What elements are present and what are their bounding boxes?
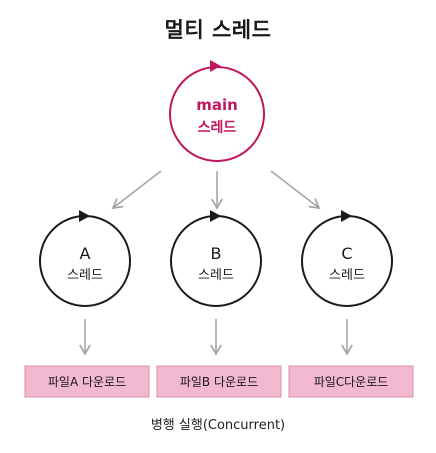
thread-b-name: B (211, 244, 222, 263)
task-a-box: 파일A 다운로드 (24, 365, 150, 398)
thread-c-node: C 스레드 (301, 210, 393, 307)
task-c-label: 파일C다운로드 (314, 375, 389, 389)
main-thread-node: main 스레드 (169, 60, 265, 162)
thread-c-name: C (341, 244, 352, 263)
arrow-main-to-c (270, 170, 321, 210)
thread-b-cycle-arrow-icon (210, 210, 221, 222)
arrow-main-to-a (111, 170, 162, 210)
task-c-box: 파일C다운로드 (288, 365, 414, 398)
thread-a-cycle-arrow-icon (79, 210, 90, 222)
diagram-caption: 병행 실행(Concurrent) (150, 418, 286, 433)
main-thread-name: main (196, 96, 238, 114)
thread-b-node: B 스레드 (170, 210, 262, 307)
main-thread-label: 스레드 (198, 120, 237, 136)
task-b-box: 파일B 다운로드 (156, 365, 282, 398)
thread-b-label: 스레드 (198, 268, 234, 283)
thread-a-label: 스레드 (67, 268, 103, 283)
main-cycle-arrow-icon (210, 60, 221, 72)
thread-a-node: A 스레드 (39, 210, 131, 307)
thread-c-label: 스레드 (329, 268, 365, 283)
task-a-label: 파일A 다운로드 (48, 375, 126, 389)
main-thread-circle (169, 66, 265, 162)
task-b-label: 파일B 다운로드 (180, 375, 258, 389)
thread-a-name: A (80, 244, 91, 263)
thread-c-cycle-arrow-icon (341, 210, 352, 222)
diagram-title: 멀티 스레드 (164, 18, 272, 42)
